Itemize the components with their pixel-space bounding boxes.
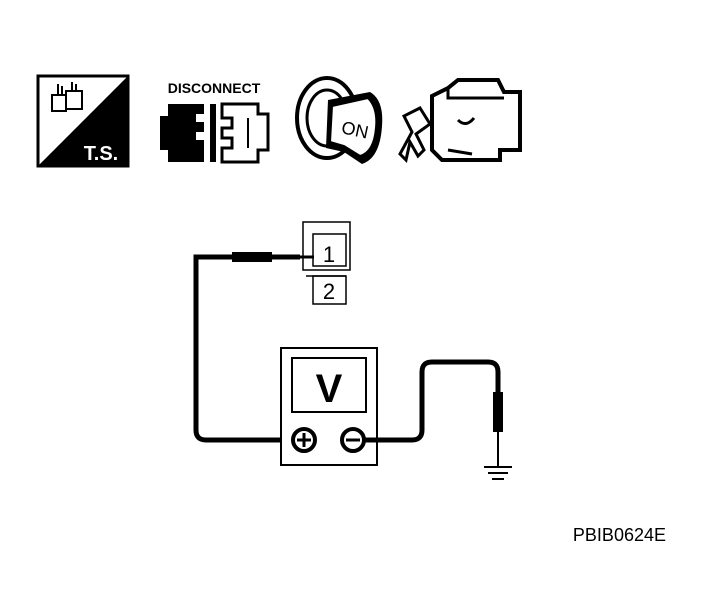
harness-connector: 1 2 <box>302 221 351 305</box>
voltmeter-display: V <box>316 367 343 411</box>
positive-test-lead <box>193 252 314 443</box>
disconnect-label: DISCONNECT <box>168 80 261 96</box>
figure-id: PBIB0624E <box>573 525 666 545</box>
ground-symbol-icon <box>484 466 512 480</box>
negative-test-lead <box>364 359 503 466</box>
ts-label: T.S. <box>84 143 118 165</box>
voltmeter: V <box>280 347 378 466</box>
terminal-2-label: 2 <box>323 279 335 304</box>
ts-icon: T.S. <box>36 74 130 168</box>
terminal-1-label: 1 <box>323 242 335 267</box>
ignition-key-on-icon: ON <box>295 76 383 164</box>
engine-stopped-icon <box>398 78 522 163</box>
disconnect-connector-icon: DISCONNECT <box>160 80 270 164</box>
